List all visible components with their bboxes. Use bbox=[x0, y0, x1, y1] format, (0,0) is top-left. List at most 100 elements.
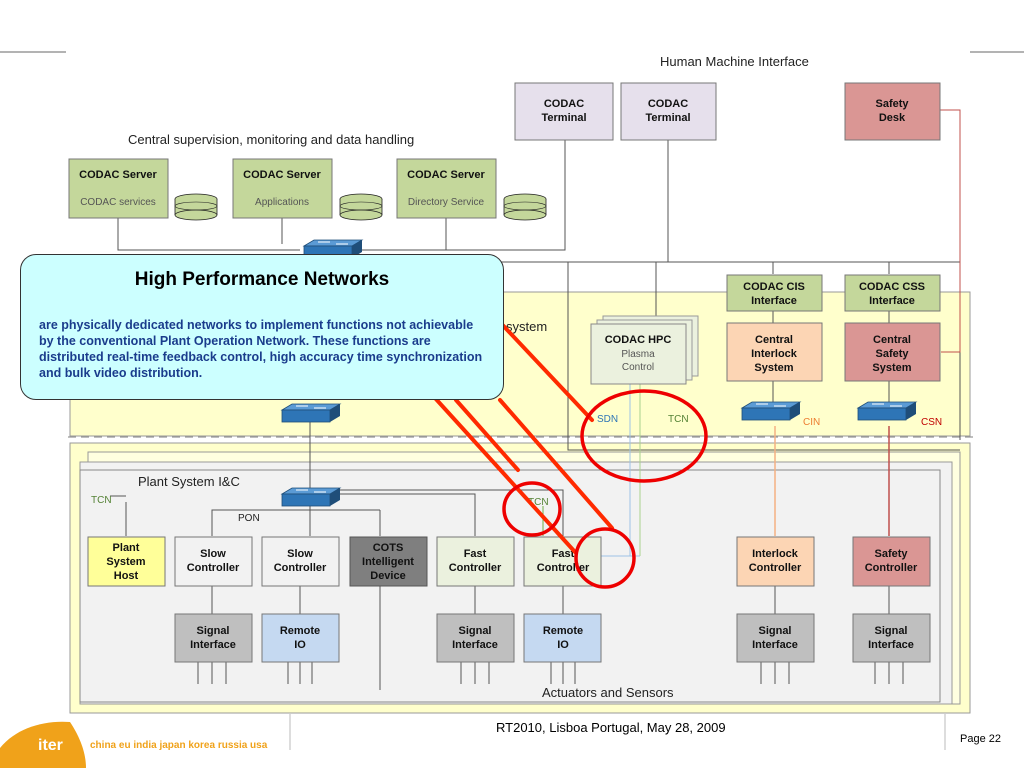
css-line2: Interface bbox=[869, 295, 915, 307]
highlight-circle-tcn bbox=[502, 481, 562, 537]
codac-server-1: CODAC Server CODAC services bbox=[68, 158, 169, 219]
safety-line3: System bbox=[872, 362, 911, 374]
remote-io-2: Remote IO bbox=[523, 613, 602, 663]
central-supervision-label: Central supervision, monitoring and data… bbox=[128, 132, 414, 147]
csn-label: CSN bbox=[921, 417, 942, 428]
io-line1: Signal bbox=[874, 625, 907, 637]
terminal-line2: Terminal bbox=[645, 112, 690, 124]
interlock-line2: Interlock bbox=[751, 348, 798, 360]
database-icon bbox=[174, 193, 218, 221]
callout-body: are physically dedicated networks to imp… bbox=[39, 318, 483, 380]
signal-interface-1: Signal Interface bbox=[174, 613, 253, 663]
page-number: Page 22 bbox=[960, 733, 1001, 745]
safety-desk: Safety Desk bbox=[844, 82, 941, 141]
safety-desk-line2: Desk bbox=[879, 112, 906, 124]
server-subtitle: Directory Service bbox=[408, 197, 485, 208]
controller-line1: COTS bbox=[373, 542, 404, 554]
hpc-line2: Plasma bbox=[621, 349, 655, 360]
server-title: CODAC Server bbox=[407, 169, 485, 181]
csn-switch-icon bbox=[857, 401, 917, 421]
codac-cis-interface: CODAC CIS Interface bbox=[726, 274, 823, 312]
cis-line2: Interface bbox=[751, 295, 797, 307]
io-line1: Signal bbox=[458, 625, 491, 637]
io-links bbox=[197, 586, 904, 690]
interlock-line1: Central bbox=[755, 334, 793, 346]
terminal-line1: CODAC bbox=[544, 98, 584, 110]
codac-hpc-plasma-control: CODAC HPC Plasma Control bbox=[590, 315, 699, 385]
io-line1: Remote bbox=[543, 625, 583, 637]
database-icon bbox=[339, 193, 383, 221]
plant-ic-switch-icon bbox=[281, 487, 341, 507]
io-line1: Remote bbox=[280, 625, 320, 637]
conference-footer: RT2010, Lisboa Portugal, May 28, 2009 bbox=[496, 720, 726, 735]
io-line2: Interface bbox=[868, 639, 914, 651]
safety-desk-line1: Safety bbox=[875, 98, 909, 110]
controller-line2: Controller bbox=[449, 562, 502, 574]
central-safety-system: Central Safety System bbox=[844, 322, 941, 382]
fast-controller-2: Fast Controller bbox=[523, 536, 602, 587]
controller-line1: Slow bbox=[287, 548, 313, 560]
hpc-line1: CODAC HPC bbox=[605, 334, 672, 346]
io-line2: IO bbox=[294, 639, 306, 651]
slow-controller-1: Slow Controller bbox=[174, 536, 253, 587]
iter-logo-shape bbox=[0, 721, 86, 768]
cis-line1: CODAC CIS bbox=[743, 281, 805, 293]
server-title: CODAC Server bbox=[243, 169, 321, 181]
server-title: CODAC Server bbox=[79, 169, 157, 181]
io-line2: IO bbox=[557, 639, 569, 651]
controller-line2: Controller bbox=[749, 562, 802, 574]
highlight-circle-sdn-tcn bbox=[580, 389, 708, 483]
high-performance-networks-callout: High Performance Networks are physically… bbox=[20, 254, 504, 400]
controller-line2: Controller bbox=[865, 562, 918, 574]
safety-line1: Central bbox=[873, 334, 911, 346]
terminal-line1: CODAC bbox=[648, 98, 688, 110]
plant-network-switch-icon bbox=[281, 403, 341, 423]
controller-line1: Plant bbox=[113, 542, 140, 554]
controller-line1: Interlock bbox=[752, 548, 799, 560]
sdn-label: SDN bbox=[597, 414, 618, 425]
hmi-label: Human Machine Interface bbox=[660, 54, 809, 69]
controller-line1: Safety bbox=[874, 548, 908, 560]
actuators-sensors-label: Actuators and Sensors bbox=[542, 685, 674, 700]
fast-controller-1: Fast Controller bbox=[436, 536, 515, 587]
interlock-controller: Interlock Controller bbox=[736, 536, 815, 587]
io-line2: Interface bbox=[190, 639, 236, 651]
partner-countries-text: china eu india japan korea russia usa bbox=[90, 740, 268, 751]
server-subtitle: CODAC services bbox=[80, 197, 156, 208]
codac-terminal-2: CODAC Terminal bbox=[620, 82, 717, 141]
tcn-left-label: TCN bbox=[91, 495, 112, 506]
css-line1: CODAC CSS bbox=[859, 281, 925, 293]
signal-interface-4: Signal Interface bbox=[852, 613, 931, 663]
codac-css-interface: CODAC CSS Interface bbox=[844, 274, 941, 312]
hpc-line3: Control bbox=[622, 362, 654, 373]
callout-title: High Performance Networks bbox=[134, 269, 390, 290]
tcn-label: TCN bbox=[668, 414, 689, 425]
iter-logo-text: iter bbox=[38, 737, 63, 754]
io-line1: Signal bbox=[196, 625, 229, 637]
database-icon bbox=[503, 193, 547, 221]
controller-line1: Slow bbox=[200, 548, 226, 560]
highlight-circle-fast-controller bbox=[574, 527, 636, 589]
controller-line2: Controller bbox=[537, 562, 590, 574]
controller-line2: Controller bbox=[274, 562, 327, 574]
plant-system-host: Plant System Host bbox=[87, 536, 166, 587]
controller-line2: Intelligent bbox=[362, 556, 414, 568]
safety-line2: Safety bbox=[875, 348, 909, 360]
controller-line3: Device bbox=[370, 570, 405, 582]
signal-interface-3: Signal Interface bbox=[736, 613, 815, 663]
controller-line3: Host bbox=[114, 570, 139, 582]
cin-switch-icon bbox=[741, 401, 801, 421]
codac-server-2: CODAC Server Applications bbox=[232, 158, 333, 219]
plant-system-label: system bbox=[506, 319, 547, 334]
terminal-line2: Terminal bbox=[541, 112, 586, 124]
cots-intelligent-device: COTS Intelligent Device bbox=[349, 536, 428, 587]
signal-interface-2: Signal Interface bbox=[436, 613, 515, 663]
remote-io-1: Remote IO bbox=[261, 613, 340, 663]
io-line1: Signal bbox=[758, 625, 791, 637]
io-line2: Interface bbox=[752, 639, 798, 651]
pon-label: PON bbox=[238, 513, 260, 524]
controller-line2: System bbox=[106, 556, 145, 568]
central-interlock-system: Central Interlock System bbox=[726, 322, 823, 382]
controller-line1: Fast bbox=[464, 548, 487, 560]
